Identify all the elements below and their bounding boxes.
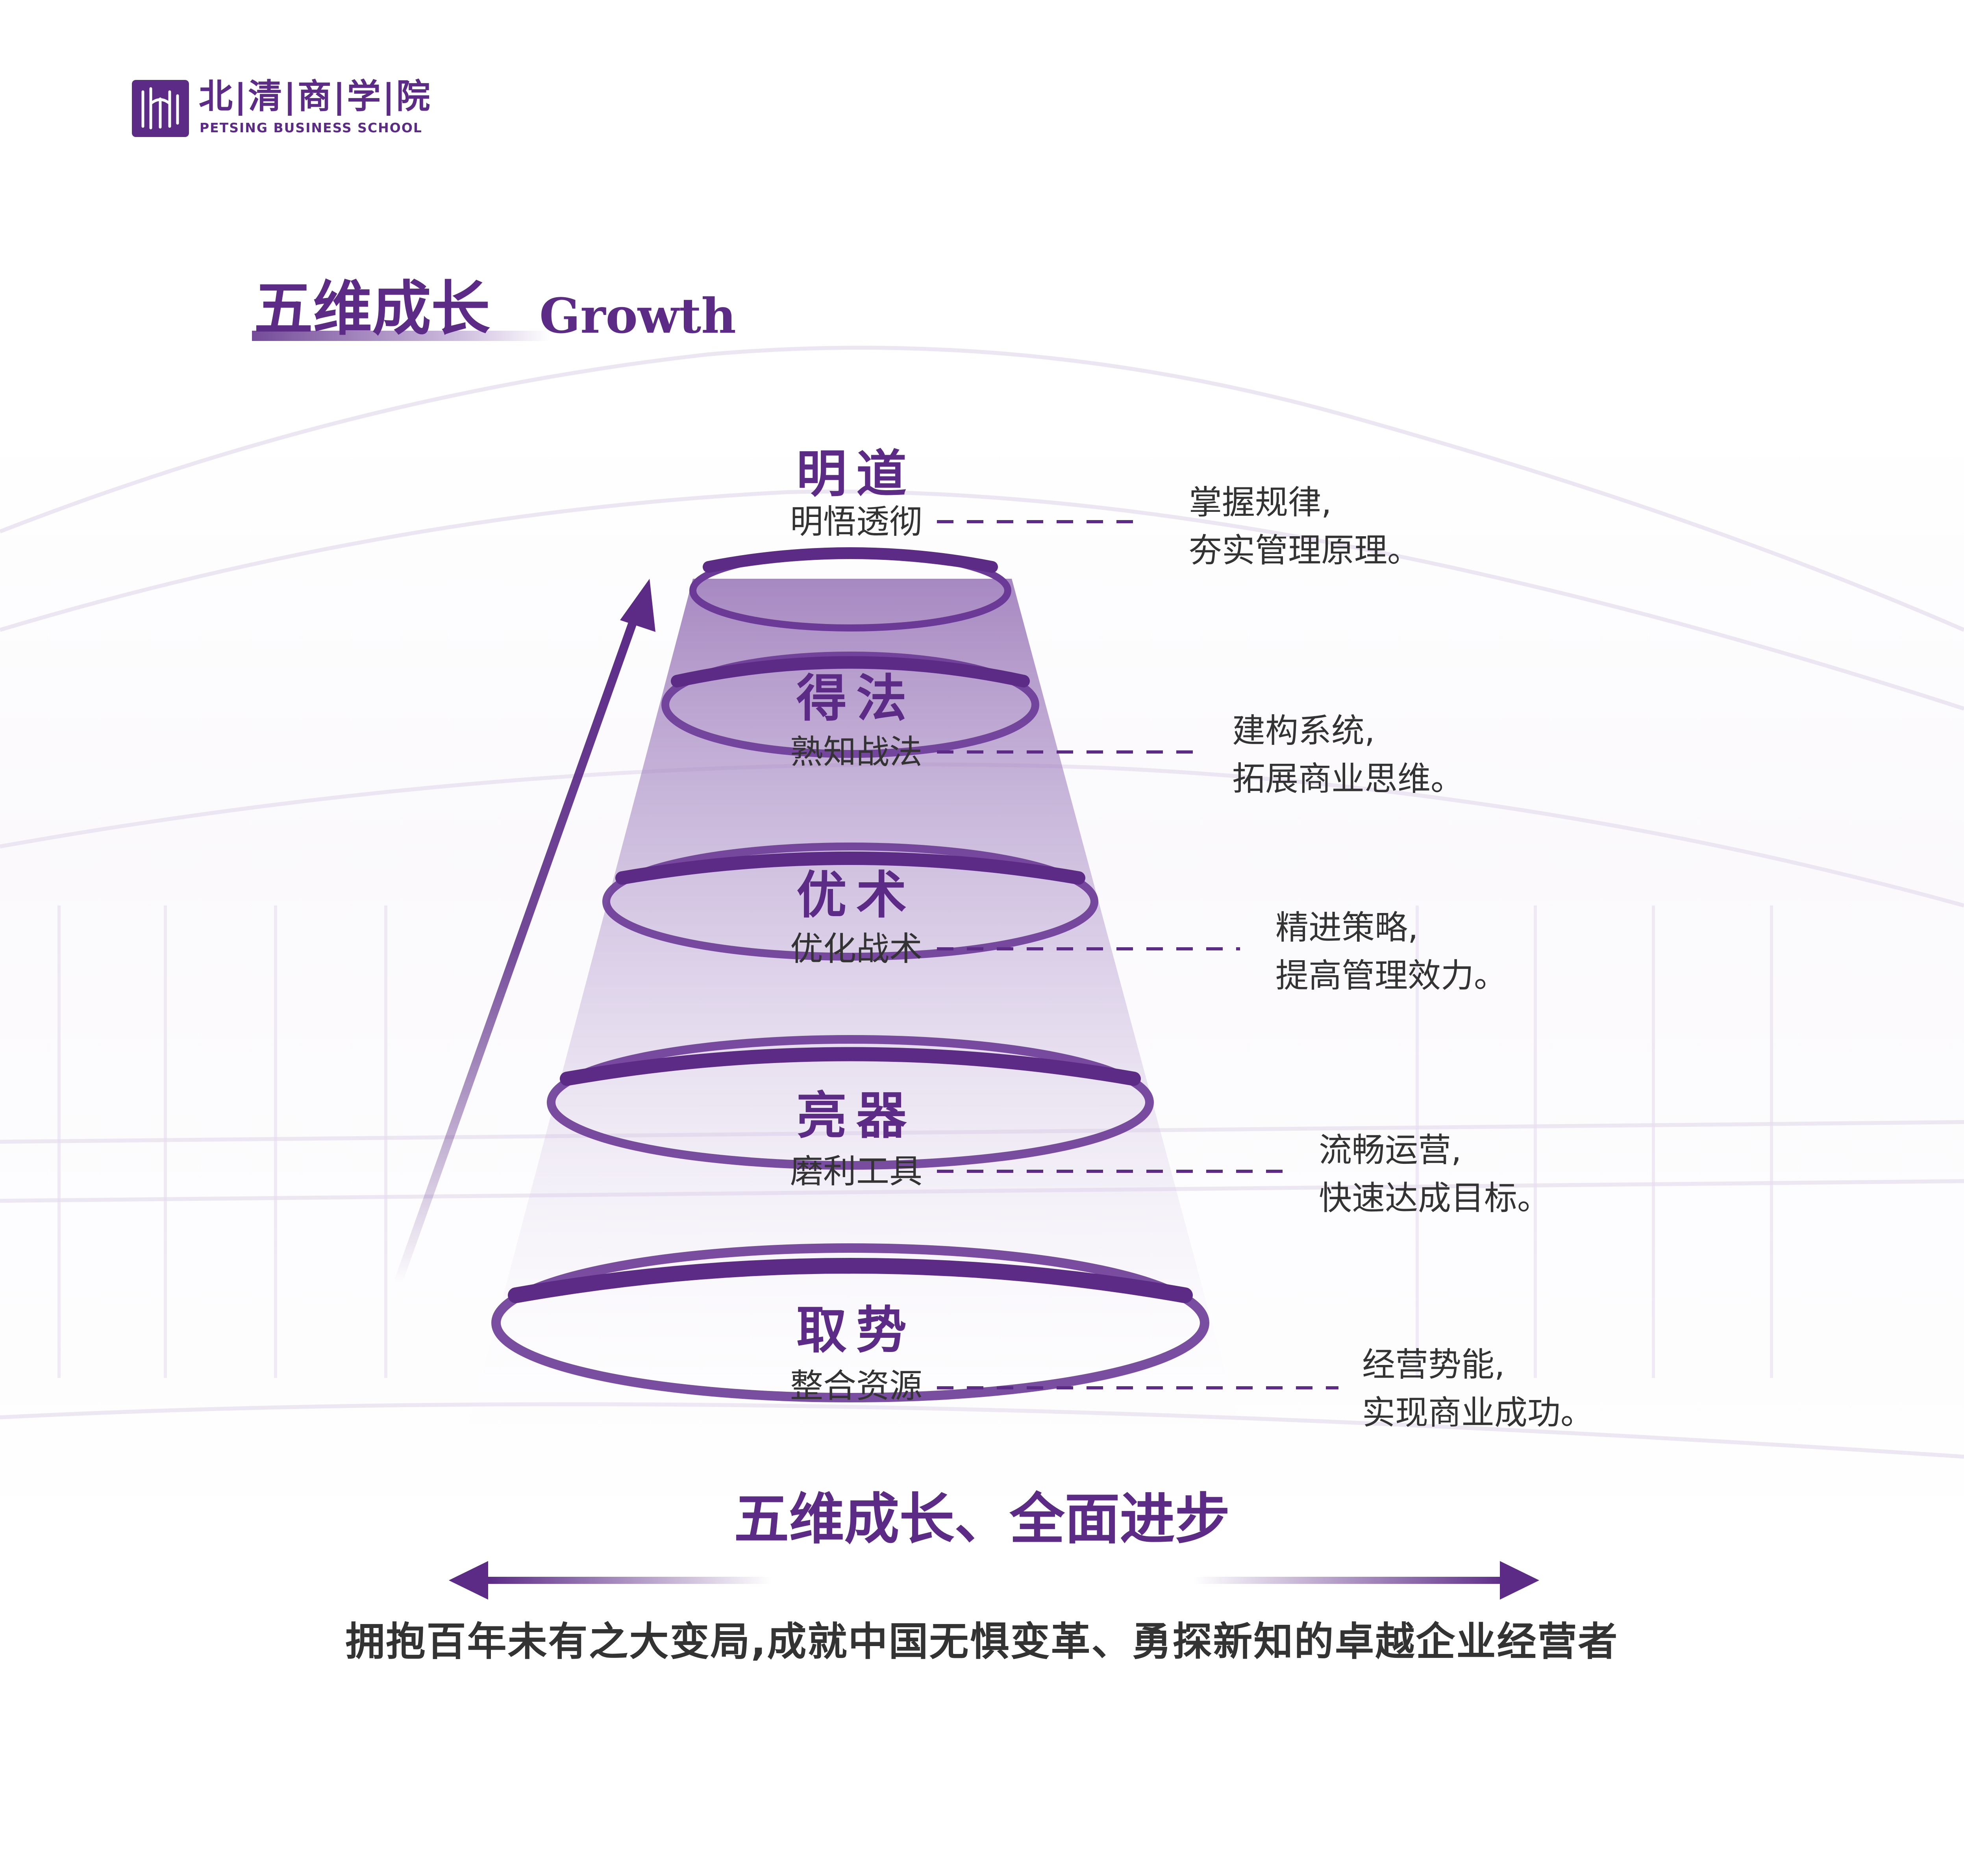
banner-right-bar xyxy=(1193,1577,1508,1584)
level-4-subtitle: 磨利工具 xyxy=(790,1152,922,1191)
brand-logo: 北|清|商|学|院 PETSING BUSINESS SCHOOL xyxy=(132,77,447,140)
brand-name-cn: 北|清|商|学|院 xyxy=(199,77,432,116)
level-1-desc-line2: 夯实管理原理。 xyxy=(1189,531,1421,570)
level-5-desc-line1: 经营势能, xyxy=(1362,1345,1505,1384)
level-3-title: 优术 xyxy=(796,866,916,925)
cone-shape xyxy=(461,579,1248,1457)
level-2-subtitle: 熟知战法 xyxy=(790,733,922,771)
level-4-desc-line1: 流畅运营, xyxy=(1319,1131,1462,1169)
level-3-desc-line2: 提高管理效力。 xyxy=(1275,956,1507,995)
level-5-subtitle: 整合资源 xyxy=(790,1367,922,1405)
level-4-desc: 流畅运营, 快速达成目标。 xyxy=(1319,1126,1550,1222)
logo-mark-icon xyxy=(132,80,189,137)
ascending-arrow-line xyxy=(393,610,640,1288)
level-1-title: 明道 xyxy=(796,445,916,504)
level-1-desc-line1: 掌握规律, xyxy=(1189,483,1332,522)
level-2-desc-line2: 拓展商业思维。 xyxy=(1232,759,1464,798)
banner-text: 五维成长、全面进步 xyxy=(734,1487,1230,1552)
ring-5 xyxy=(491,1243,1209,1402)
banner-right-arrow-icon xyxy=(1500,1561,1539,1600)
level-2-title: 得法 xyxy=(796,669,916,728)
level-1-desc: 掌握规律, 夯实管理原理。 xyxy=(1189,478,1420,574)
level-3-desc-line1: 精进策略, xyxy=(1275,908,1418,947)
level-5-title: 取势 xyxy=(796,1301,916,1360)
level-3-subtitle: 优化战术 xyxy=(790,930,922,968)
level-5-desc-line2: 实现商业成功。 xyxy=(1362,1393,1594,1432)
footer-slogan: 拥抱百年未有之大变局,成就中国无惧变革、勇探新知的卓越企业经营者 xyxy=(345,1619,1619,1665)
level-4-title: 亮器 xyxy=(796,1087,916,1145)
banner-left-bar xyxy=(488,1577,772,1584)
level-3-desc: 精进策略, 提高管理效力。 xyxy=(1275,904,1507,1000)
level-4-desc-line2: 快速达成目标。 xyxy=(1319,1179,1551,1217)
level-1-subtitle: 明悟透彻 xyxy=(790,502,922,541)
banner-left-arrow-icon xyxy=(449,1561,488,1600)
heading-title-en: Growth xyxy=(539,287,736,344)
brand-name-en: PETSING BUSINESS SCHOOL xyxy=(200,120,422,135)
ring-3 xyxy=(602,843,1098,961)
ring-2 xyxy=(661,652,1039,758)
section-heading: 五维成长 Growth xyxy=(252,272,803,350)
heading-underline xyxy=(252,331,551,341)
heading-title-cn: 五维成长 xyxy=(254,275,491,343)
level-5-desc: 经营势能, 实现商业成功。 xyxy=(1362,1341,1594,1437)
level-2-desc-line1: 建构系统, xyxy=(1232,711,1375,750)
ascending-arrow-head-icon xyxy=(620,579,655,632)
level-2-desc: 建构系统, 拓展商业思维。 xyxy=(1232,707,1464,803)
ring-4 xyxy=(547,1035,1154,1170)
